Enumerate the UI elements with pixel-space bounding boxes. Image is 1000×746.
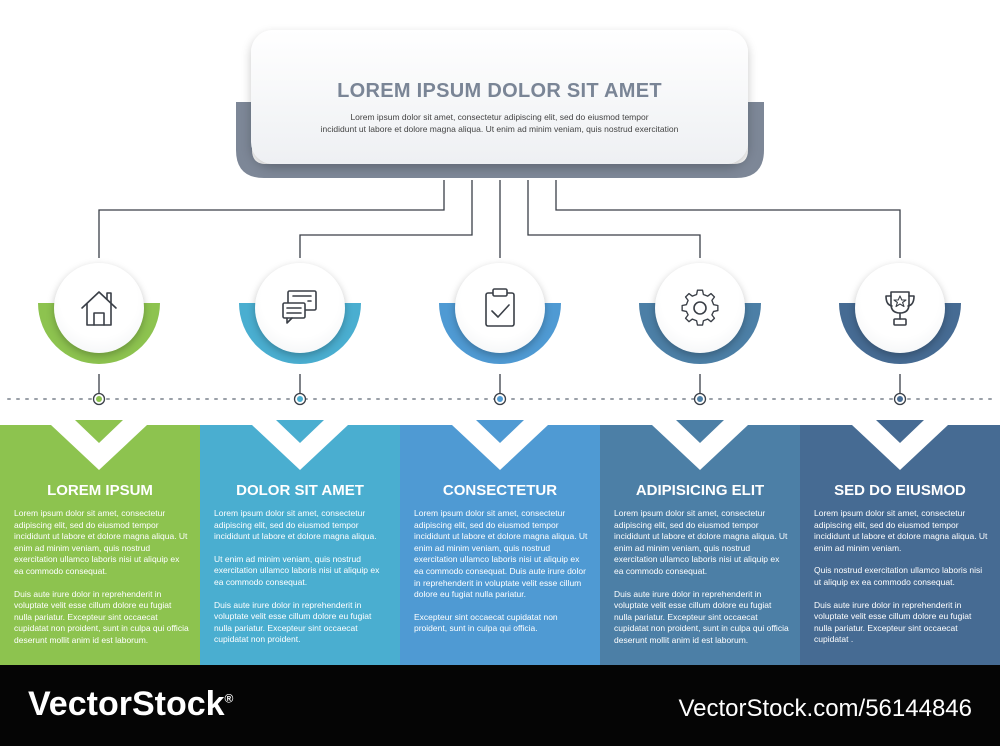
column-paragraph-5-p1: Lorem ipsum dolor sit amet, consectetur …: [814, 508, 988, 553]
header-box: [251, 30, 748, 164]
column-paragraph-3-p1: Lorem ipsum dolor sit amet, consectetur …: [414, 508, 588, 600]
node-circle-2: [255, 263, 345, 353]
footer-url: VectorStock.com/56144846: [678, 695, 972, 722]
connector-lines: [98, 180, 901, 258]
timeline-dot-fill-2: [297, 396, 303, 402]
column-paragraph-1-p2: Duis aute irure dolor in reprehenderit i…: [14, 588, 189, 645]
timeline-dot-fill-4: [697, 396, 703, 402]
node-circle-5: [855, 263, 945, 353]
node-circle-4: [655, 263, 745, 353]
timeline-dot-fill-5: [897, 396, 903, 402]
column-title-3: CONSECTETUR: [442, 482, 558, 499]
footer-brand-name: VectorStock: [28, 685, 225, 723]
header-frame: [236, 102, 764, 178]
header-title: LOREM IPSUM DOLOR SIT AMET: [337, 80, 662, 102]
connector-2: [299, 180, 473, 258]
clipboard-check-icon: [475, 283, 525, 338]
column-text-5: Lorem ipsum dolor sit amet, consectetur …: [814, 508, 990, 657]
column-title-2: DOLOR SIT AMET: [236, 482, 364, 499]
column-paragraph-2-p1: Lorem ipsum dolor sit amet, consectetur …: [214, 508, 377, 542]
column-text-4: Lorem ipsum dolor sit amet, consectetur …: [614, 508, 790, 658]
header-subtitle: Lorem ipsum dolor sit amet, consectetur …: [251, 111, 748, 135]
connector-4: [527, 180, 701, 258]
column-paragraph-3-p2: Excepteur sint occaecat cupidatat non pr…: [414, 611, 558, 634]
connector-1: [98, 180, 445, 258]
column-title-4: ADIPISICING ELIT: [635, 482, 765, 499]
footer-brand: VectorStock®: [28, 685, 233, 724]
column-title-1: LOREM IPSUM: [47, 482, 153, 499]
chat-bubbles-icon: [275, 283, 325, 338]
column-paragraph-4-p2: Duis aute irure dolor in reprehenderit i…: [614, 588, 789, 645]
header-line-1: Lorem ipsum dolor sit amet, consectetur …: [350, 112, 649, 122]
node-circle-1: [54, 263, 144, 353]
trophy-icon: [875, 283, 925, 338]
column-paragraph-2-p2: Ut enim ad minim veniam, quis nostrud ex…: [214, 553, 380, 587]
footer-brand-reg: ®: [224, 691, 234, 706]
connector-5: [555, 180, 901, 258]
column-paragraph-5-p2: Quis nostrud exercitation ullamco labori…: [814, 565, 983, 587]
column-paragraph-2-p3: Duis aute irure dolor in reprehenderit i…: [214, 599, 372, 645]
column-text-3: Lorem ipsum dolor sit amet, consectetur …: [414, 508, 590, 646]
gear-icon: [675, 283, 725, 338]
column-paragraph-5-p3: Duis aute irure dolor in reprehenderit i…: [814, 599, 972, 645]
timeline-dot-fill-1: [96, 396, 102, 402]
column-text-2: Lorem ipsum dolor sit amet, consectetur …: [214, 508, 390, 657]
house-icon: [74, 283, 124, 338]
column-paragraph-1-p1: Lorem ipsum dolor sit amet, consectetur …: [14, 508, 188, 576]
column-text-1: Lorem ipsum dolor sit amet, consectetur …: [14, 508, 190, 658]
column-title-5: SED DO EIUSMOD: [834, 482, 966, 499]
header-line-2: incididunt ut labore et dolore magna ali…: [320, 124, 679, 134]
footer-bar: VectorStock® VectorStock.com/56144846: [0, 665, 1000, 746]
column-paragraph-4-p1: Lorem ipsum dolor sit amet, consectetur …: [614, 508, 788, 576]
node-circle-3: [455, 263, 545, 353]
timeline-dot-fill-3: [497, 396, 503, 402]
